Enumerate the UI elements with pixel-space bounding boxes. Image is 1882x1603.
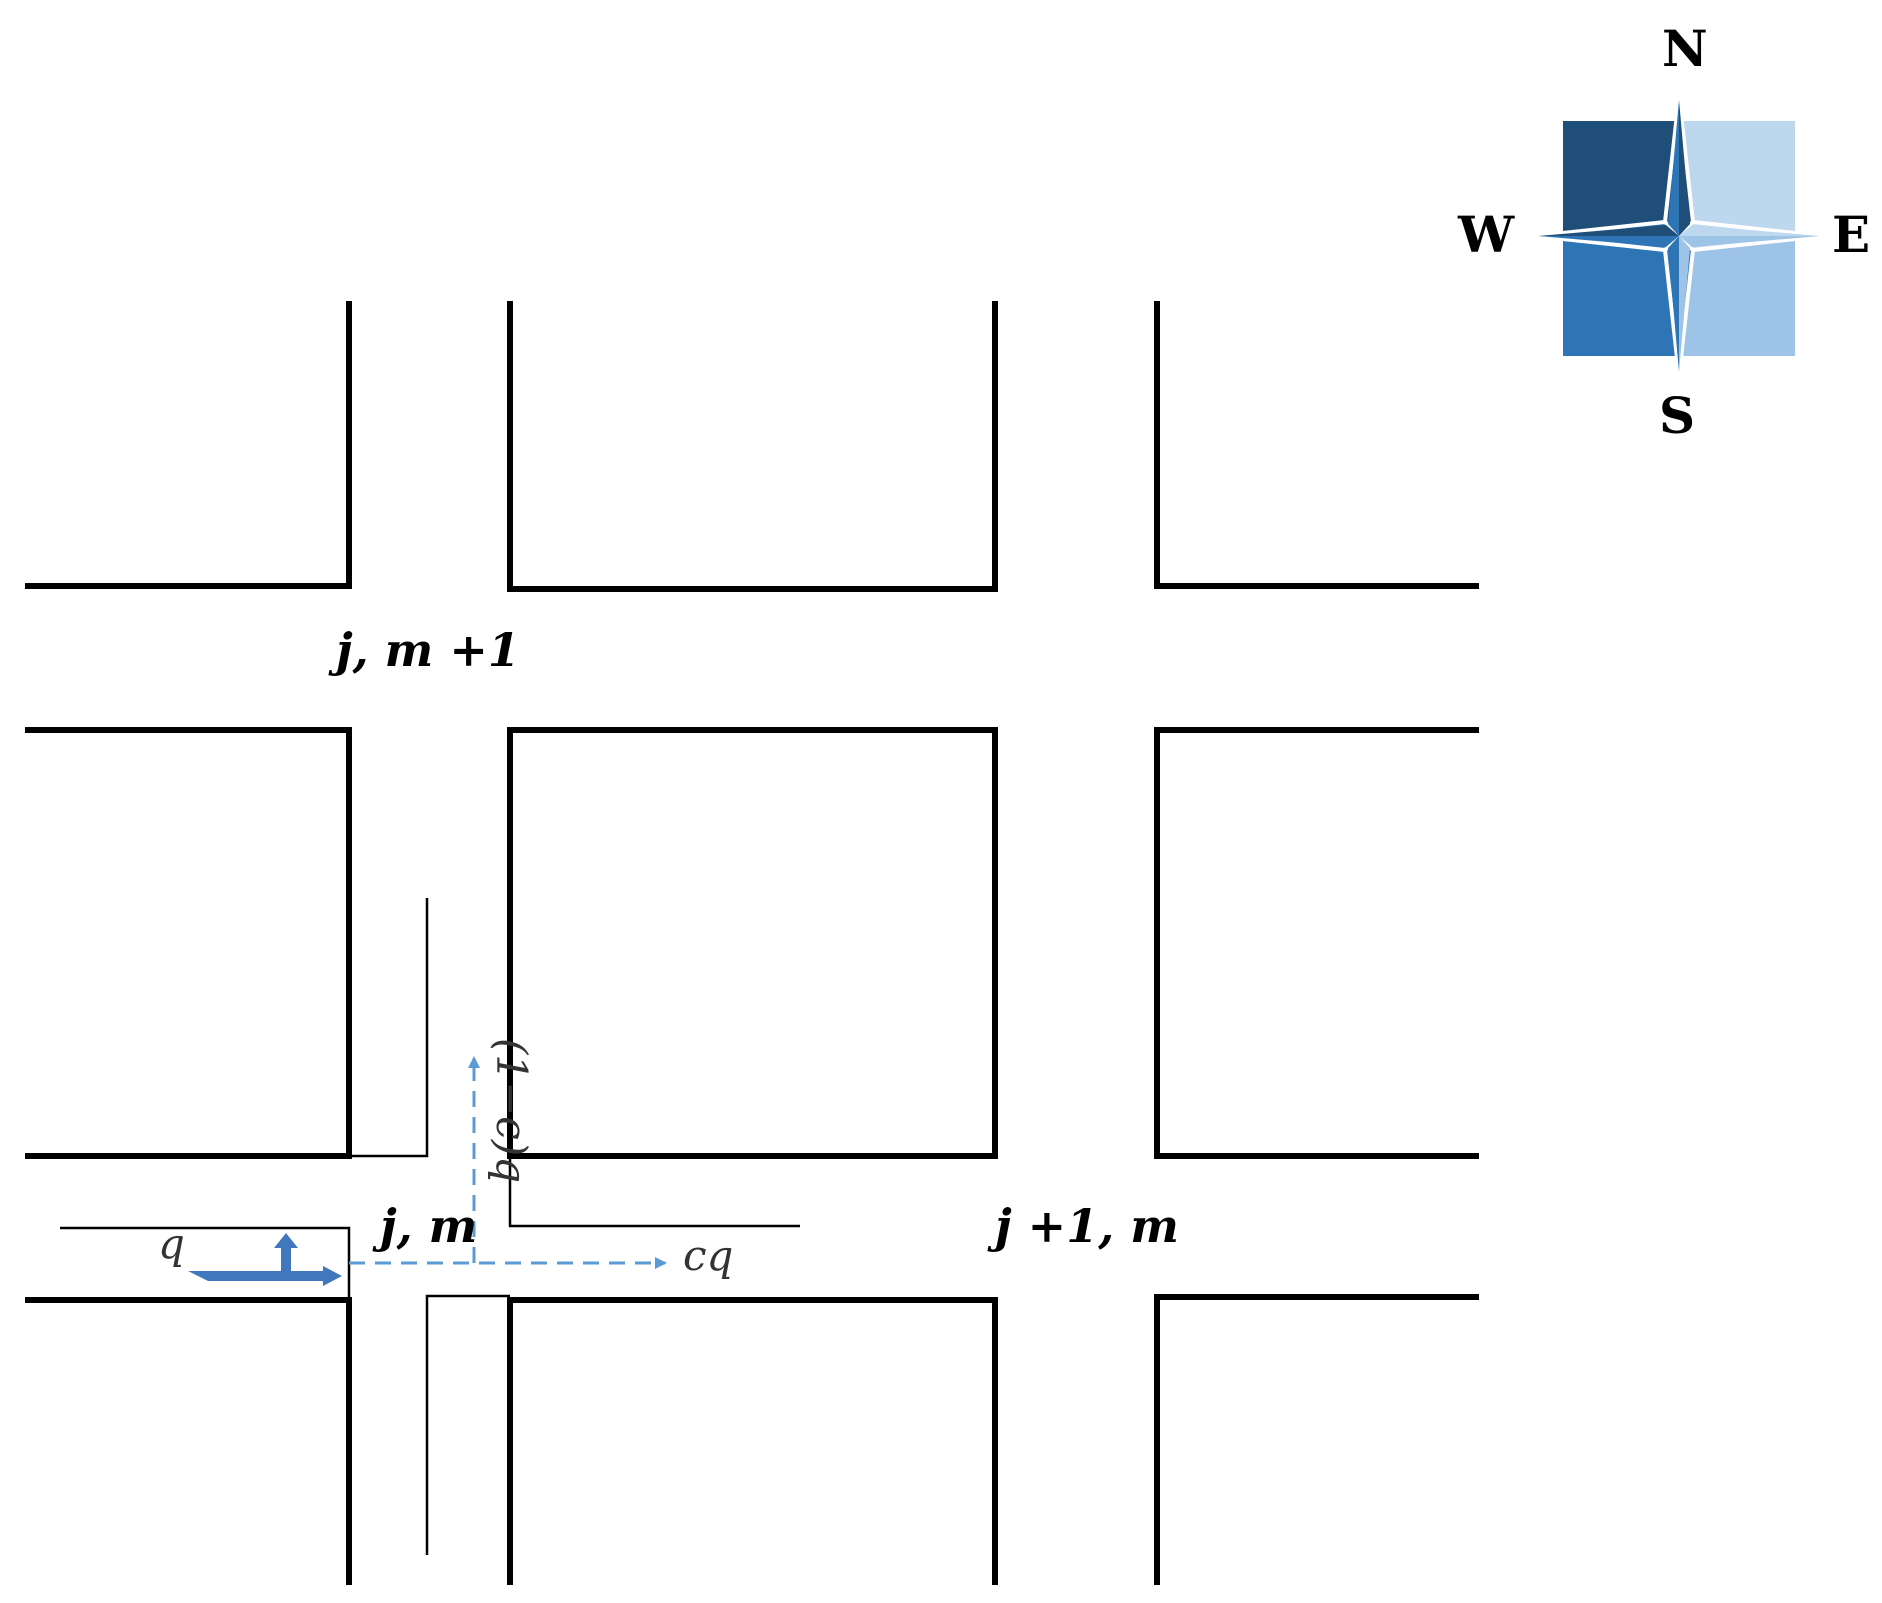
block-bottom-left	[25, 1297, 352, 1585]
lane-lines	[60, 898, 800, 1555]
compass-east-label: E	[1832, 205, 1870, 264]
incoming-flow-label: q	[158, 1219, 185, 1268]
compass-star	[1534, 95, 1824, 377]
lane-line-westbound-upper	[60, 1226, 351, 1300]
compass-quadrant-ne	[1679, 121, 1795, 236]
block-top-middle	[507, 301, 998, 592]
current-intersection-label: j, m	[372, 1199, 477, 1253]
city-blocks	[25, 301, 1479, 1585]
compass-rose: N S W E	[1457, 19, 1870, 445]
lane-line-northbound-left	[349, 898, 429, 1158]
compass-quadrant-sw	[1563, 236, 1679, 356]
compass-west-label: W	[1457, 205, 1515, 264]
lane-line-southbound	[425, 1294, 510, 1555]
block-bottom-right	[1154, 1294, 1479, 1585]
block-bottom-middle	[507, 1297, 998, 1585]
compass-north-label: N	[1662, 19, 1708, 78]
block-middle-center	[507, 727, 998, 1159]
flow-arrows	[188, 1056, 667, 1286]
flow-labels: q cq (1−c)q	[158, 1038, 733, 1280]
incoming-flow-arrow	[188, 1266, 342, 1286]
intersection-labels: j, m +1 j, m j +1, m	[328, 623, 1179, 1253]
block-top-left	[25, 301, 352, 589]
turning-flow-label: (1−c)q	[487, 1038, 536, 1183]
block-middle-left	[25, 727, 352, 1159]
block-top-right	[1154, 301, 1479, 589]
incoming-turn-arrow	[274, 1233, 298, 1274]
through-flow-label: cq	[683, 1231, 733, 1280]
compass-south-label: S	[1659, 386, 1695, 445]
compass-quadrant-se	[1679, 236, 1795, 356]
right-intersection-label: j +1, m	[987, 1199, 1179, 1253]
lane-line-eastbound-upper	[508, 1156, 800, 1228]
compass-quadrant-nw	[1563, 121, 1679, 236]
block-middle-right	[1154, 727, 1479, 1159]
top-intersection-label: j, m +1	[328, 623, 520, 677]
